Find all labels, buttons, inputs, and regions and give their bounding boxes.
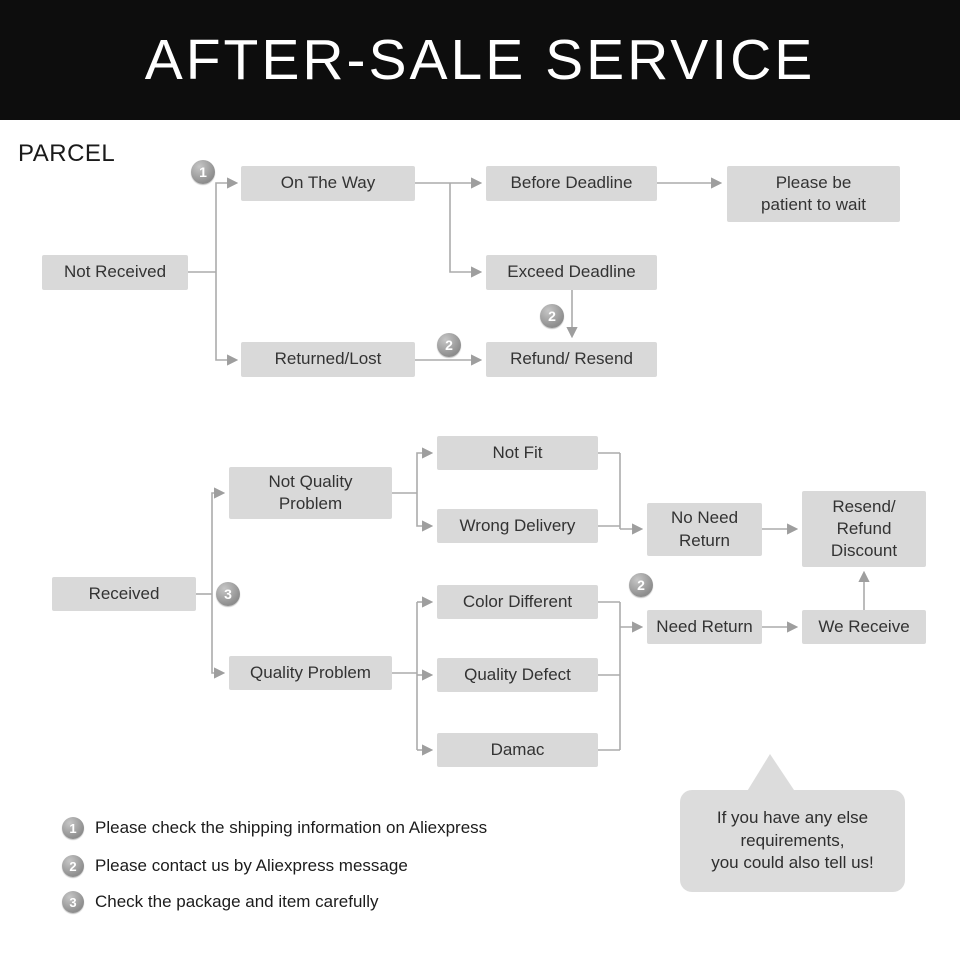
node-color-different: Color Different xyxy=(437,585,598,619)
footnote-2-text: Please contact us by Aliexpress message xyxy=(95,856,408,875)
footnote-1-badge: 1 xyxy=(62,817,84,839)
node-quality-problem: Quality Problem xyxy=(229,656,392,690)
title-banner: AFTER-SALE SERVICE xyxy=(0,0,960,120)
step-3-badge: 3 xyxy=(216,582,240,606)
footnote-3-text: Check the package and item carefully xyxy=(95,892,379,911)
node-refund-resend: Refund/ Resend xyxy=(486,342,657,377)
footnote-1-text: Please check the shipping information on… xyxy=(95,818,488,837)
node-quality-defect: Quality Defect xyxy=(437,658,598,692)
footnote-2-badge: 2 xyxy=(62,855,84,877)
node-we-receive: We Receive xyxy=(802,610,926,644)
node-exceed-deadline: Exceed Deadline xyxy=(486,255,657,290)
node-not-quality-problem: Not Quality Problem xyxy=(229,467,392,519)
step-2-badge: 2 xyxy=(437,333,461,357)
node-please-be-patient: Please be patient to wait xyxy=(727,166,900,222)
node-on-the-way: On The Way xyxy=(241,166,415,201)
section-label-parcel: PARCEL xyxy=(18,140,116,167)
step-1-badge: 1 xyxy=(191,160,215,184)
node-damac: Damac xyxy=(437,733,598,767)
node-not-fit: Not Fit xyxy=(437,436,598,470)
footnote-3: 3 Check the package and item carefully xyxy=(62,891,379,913)
node-returned-lost: Returned/Lost xyxy=(241,342,415,377)
bubble-tail xyxy=(746,754,796,793)
step-2-badge: 2 xyxy=(540,304,564,328)
node-need-return: Need Return xyxy=(647,610,762,644)
speech-bubble: If you have any else requirements, you c… xyxy=(680,790,905,892)
node-not-received: Not Received xyxy=(42,255,188,290)
node-no-need-return: No Need Return xyxy=(647,503,762,556)
step-2-badge: 2 xyxy=(629,573,653,597)
page-title: AFTER-SALE SERVICE xyxy=(144,28,816,92)
footnote-3-badge: 3 xyxy=(62,891,84,913)
node-wrong-delivery: Wrong Delivery xyxy=(437,509,598,543)
node-resend-refund-discount: Resend/ Refund Discount xyxy=(802,491,926,567)
footnote-1: 1 Please check the shipping information … xyxy=(62,817,487,839)
node-received: Received xyxy=(52,577,196,611)
footnote-2: 2 Please contact us by Aliexpress messag… xyxy=(62,855,408,877)
node-before-deadline: Before Deadline xyxy=(486,166,657,201)
